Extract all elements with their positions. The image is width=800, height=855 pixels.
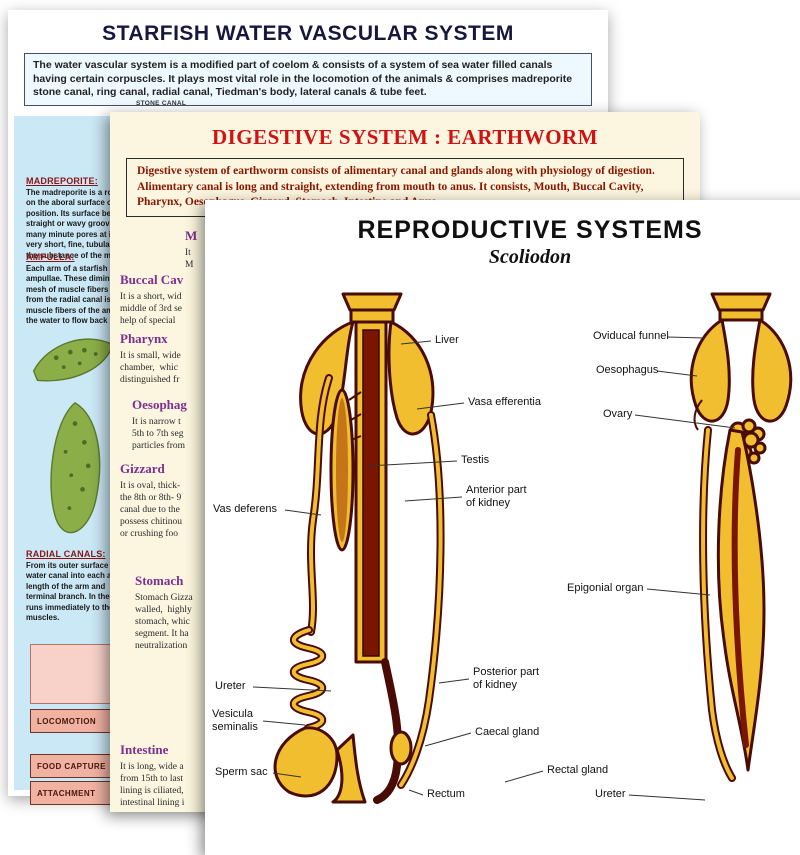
label-ureter-female: Ureter — [595, 788, 626, 800]
section-body: It is small, wide chamber, whic distingu… — [120, 351, 181, 385]
label-oesophagus: Oesophagus — [596, 364, 659, 376]
label-testis: Testis — [461, 454, 490, 466]
section-body: It is oval, thick- the 8th or 8th- 9 can… — [120, 481, 183, 539]
label-posterior-kidney: Posterior part of kidney — [473, 666, 540, 692]
stone-canal-label: STONE CANAL — [136, 100, 187, 107]
scoliodon-poster: REPRODUCTIVE SYSTEMS Scoliodon — [205, 200, 800, 855]
label-vasa-efferentia: Vasa efferentia — [468, 396, 541, 408]
section-intestine: Intestine It is long, wide a from 15th t… — [120, 742, 184, 809]
section-heading: MADREPORITE: — [26, 176, 98, 186]
section-madreporite: MADREPORITE: The madreporite is a rounde… — [26, 176, 186, 261]
section-heading: M — [185, 228, 198, 243]
section-gizzard: Gizzard It is oval, thick- the 8th or 8t… — [120, 461, 182, 540]
section-heading: RADIAL CANALS: — [26, 549, 106, 559]
illustration-swatch — [30, 644, 118, 704]
chip-label: LOCOMOTION — [37, 716, 97, 726]
section-heading: Buccal Cav — [120, 272, 184, 287]
chip-label: ATTACHMENT — [37, 788, 96, 798]
section-body: From its outer surface th water canal in… — [26, 561, 118, 623]
starfish-arm-illustration — [32, 338, 114, 534]
label-rectum: Rectum — [427, 788, 465, 800]
label-sperm-sac: Sperm sac — [215, 766, 268, 778]
starfish-intro: The water vascular system is a modified … — [24, 53, 592, 106]
label-ovary: Ovary — [603, 408, 633, 420]
section-stomach: Stomach Stomach Gizza walled, highly sto… — [135, 573, 193, 652]
label-vesicula-seminalis: Vesicula seminalis — [212, 708, 258, 734]
male-reproductive-diagram — [273, 292, 445, 804]
section-pharynx: Pharynx It is small, wide chamber, whic … — [120, 331, 181, 386]
label-rectal-gland: Rectal gland — [547, 764, 609, 776]
label-liver: Liver — [435, 334, 459, 346]
female-reproductive-diagram — [689, 292, 793, 782]
chip-label: FOOD CAPTURE — [37, 761, 106, 771]
starfish-header: STARFISH WATER VASCULAR SYSTEM The water… — [14, 16, 602, 116]
label-vas-deferens: Vas deferens — [213, 503, 278, 515]
section-mouth: M It M — [185, 228, 197, 271]
section-body: It is narrow t 5th to 7th seg particles … — [132, 417, 186, 451]
section-body: Each arm of a starfish ampullae. These d… — [26, 264, 127, 326]
label-oviducal-funnel: Oviducal funnel — [593, 330, 669, 342]
section-radial-canals: RADIAL CANALS: From its outer surface th… — [26, 549, 186, 624]
section-buccal-cavity: Buccal Cav It is a short, wid middle of … — [120, 272, 183, 327]
label-ureter: Ureter — [215, 680, 246, 692]
label-anterior-kidney: Anterior part of kidney — [466, 484, 527, 510]
earthworm-title: DIGESTIVE SYSTEM : EARTHWORM — [211, 125, 599, 149]
label-epigonial-organ: Epigonial organ — [567, 582, 644, 594]
section-heading: Oesophag — [132, 397, 187, 412]
section-heading: AMPULLA: — [26, 252, 75, 262]
scoliodon-title: REPRODUCTIVE SYSTEMS — [357, 216, 703, 244]
starfish-title: STARFISH WATER VASCULAR SYSTEM — [102, 22, 514, 45]
section-heading: Intestine — [120, 742, 169, 757]
section-body: It M — [185, 248, 194, 270]
section-heading: Gizzard — [120, 461, 165, 476]
section-heading: Pharynx — [120, 331, 168, 346]
section-oesophagus: Oesophag It is narrow t 5th to 7th seg p… — [132, 397, 187, 452]
section-ampulla: AMPULLA: Each arm of a starfish ampullae… — [26, 252, 186, 327]
scoliodon-subtitle: Scoliodon — [488, 246, 572, 268]
section-body: It is a short, wid middle of 3rd se help… — [120, 292, 183, 326]
section-body: It is long, wide a from 15th to last lin… — [120, 762, 185, 808]
label-caecal-gland: Caecal gland — [475, 726, 540, 738]
section-heading: Stomach — [135, 573, 184, 588]
section-body: Stomach Gizza walled, highly stomach, wh… — [135, 593, 193, 651]
